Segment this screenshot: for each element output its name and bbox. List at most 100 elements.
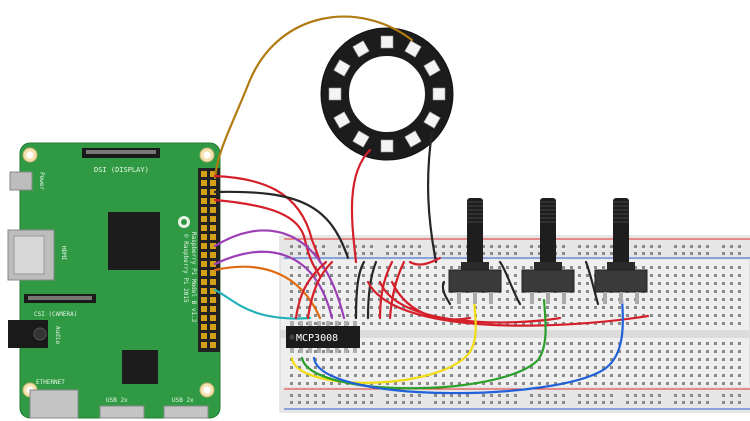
hole bbox=[482, 298, 485, 301]
hole bbox=[338, 374, 341, 377]
hole bbox=[386, 366, 389, 369]
hole bbox=[530, 394, 533, 397]
hole bbox=[450, 394, 453, 397]
hole bbox=[714, 382, 717, 385]
hole bbox=[682, 358, 685, 361]
hole bbox=[546, 306, 549, 309]
hole bbox=[594, 358, 597, 361]
hole bbox=[466, 394, 469, 397]
hole bbox=[610, 350, 613, 353]
hole bbox=[370, 366, 373, 369]
wire-pot3-black bbox=[584, 260, 600, 306]
hole bbox=[354, 274, 357, 277]
hole bbox=[738, 350, 741, 353]
hole bbox=[578, 274, 581, 277]
hole bbox=[514, 306, 517, 309]
hole bbox=[354, 290, 357, 293]
hole bbox=[578, 282, 581, 285]
hole bbox=[530, 401, 533, 404]
chip-pin bbox=[344, 321, 348, 326]
hole bbox=[410, 252, 413, 255]
hole bbox=[362, 394, 365, 397]
hole bbox=[602, 322, 605, 325]
hole bbox=[666, 350, 669, 353]
hole bbox=[402, 245, 405, 248]
hole bbox=[642, 374, 645, 377]
hole bbox=[594, 350, 597, 353]
hole bbox=[450, 401, 453, 404]
hole bbox=[658, 358, 661, 361]
hole bbox=[306, 374, 309, 377]
hole bbox=[466, 342, 469, 345]
hole bbox=[490, 382, 493, 385]
hole bbox=[322, 382, 325, 385]
hole bbox=[386, 252, 389, 255]
gpio-pin bbox=[201, 180, 207, 186]
hole bbox=[594, 366, 597, 369]
hole bbox=[570, 266, 573, 269]
hole bbox=[674, 358, 677, 361]
hole bbox=[530, 358, 533, 361]
hole bbox=[458, 366, 461, 369]
hole bbox=[578, 382, 581, 385]
hole bbox=[314, 358, 317, 361]
hole bbox=[354, 394, 357, 397]
hole bbox=[426, 342, 429, 345]
hole bbox=[394, 274, 397, 277]
led bbox=[404, 130, 422, 148]
hole bbox=[346, 394, 349, 397]
hole bbox=[594, 252, 597, 255]
hole bbox=[618, 350, 621, 353]
hole bbox=[562, 394, 565, 397]
hole bbox=[602, 314, 605, 317]
model-label: Raspberry Pi Model B v1.2 bbox=[190, 232, 197, 323]
hole bbox=[394, 350, 397, 353]
hole bbox=[538, 374, 541, 377]
pot-pin bbox=[457, 292, 461, 304]
hole bbox=[642, 252, 645, 255]
hole bbox=[690, 298, 693, 301]
gpio-pin bbox=[210, 171, 216, 177]
hole bbox=[418, 350, 421, 353]
display-label: DSI (DISPLAY) bbox=[94, 166, 149, 174]
hole bbox=[514, 350, 517, 353]
hole bbox=[394, 245, 397, 248]
hole bbox=[322, 306, 325, 309]
chip-pin bbox=[353, 321, 357, 326]
hole bbox=[722, 374, 725, 377]
hole bbox=[682, 401, 685, 404]
hole bbox=[370, 350, 373, 353]
hole bbox=[418, 374, 421, 377]
hole bbox=[426, 298, 429, 301]
gpio-pin bbox=[210, 243, 216, 249]
wire-pot-red-2 bbox=[378, 280, 562, 324]
hole bbox=[682, 382, 685, 385]
hole bbox=[338, 382, 341, 385]
hole bbox=[650, 394, 653, 397]
hole bbox=[690, 350, 693, 353]
hole bbox=[594, 314, 597, 317]
hole bbox=[426, 274, 429, 277]
hole bbox=[530, 314, 533, 317]
hole bbox=[610, 394, 613, 397]
hole bbox=[546, 342, 549, 345]
hole bbox=[362, 366, 365, 369]
hole bbox=[562, 306, 565, 309]
hole bbox=[442, 374, 445, 377]
hole bbox=[602, 342, 605, 345]
hole bbox=[522, 314, 525, 317]
gpio-pin bbox=[210, 342, 216, 348]
pot-collar bbox=[534, 262, 562, 272]
hole bbox=[506, 401, 509, 404]
hole bbox=[546, 366, 549, 369]
hole bbox=[498, 374, 501, 377]
hole bbox=[698, 266, 701, 269]
hole bbox=[466, 350, 469, 353]
hole bbox=[450, 342, 453, 345]
hole bbox=[538, 245, 541, 248]
chip-pin bbox=[317, 348, 321, 353]
hole bbox=[578, 298, 581, 301]
hole bbox=[418, 401, 421, 404]
hole bbox=[690, 266, 693, 269]
hole bbox=[738, 358, 741, 361]
